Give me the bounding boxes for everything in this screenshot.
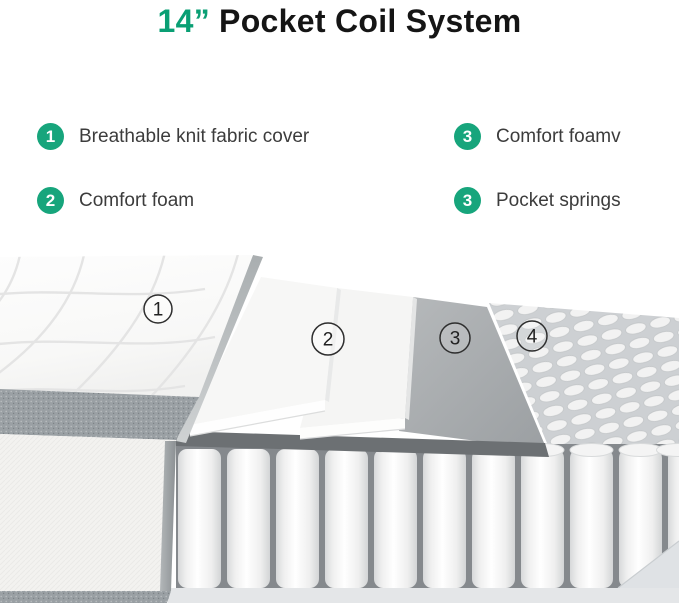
mattress-cutaway-illustration: 1 2 3 4 (0, 255, 679, 603)
title-inches: 14” (157, 3, 211, 39)
quilted-top-surface (0, 255, 253, 397)
title-main: Pocket Coil System (219, 3, 522, 39)
feature-badge-3: 3 (454, 123, 481, 150)
side-knit-panel (0, 434, 176, 591)
feature-label-3: Comfort foamv (496, 125, 621, 147)
feature-label-4: Pocket springs (496, 189, 621, 211)
feature-item-comfort-foam: 2 Comfort foam (37, 187, 194, 214)
callout-3-number: 3 (450, 329, 461, 350)
diagram-callouts: 1 2 3 4 (143, 294, 548, 356)
feature-badge-1: 1 (37, 123, 64, 150)
comfort-foam-sheet-a (189, 277, 341, 437)
feature-badge-2: 2 (37, 187, 64, 214)
side-corner-edge (160, 441, 176, 591)
pocket-springs-field (489, 303, 679, 452)
callout-2-number: 2 (323, 330, 334, 351)
feature-label-2: Comfort foam (79, 189, 195, 211)
side-bottom-border-band (0, 591, 171, 603)
feature-label-1: Breathable knit fabric cover (79, 125, 310, 147)
feature-item-pocket-springs: 3 Pocket springs (454, 187, 621, 214)
side-top-border-band (0, 389, 199, 440)
feature-badge-4: 3 (454, 187, 481, 214)
callout-3: 3 (439, 322, 471, 354)
callout-2: 2 (311, 322, 345, 356)
callout-1: 1 (143, 294, 173, 324)
base-platform (168, 540, 679, 603)
feature-item-fabric-cover: 1 Breathable knit fabric cover (37, 123, 309, 150)
pocket-springs-front-row (178, 443, 679, 588)
callout-1-number: 1 (153, 300, 164, 321)
callout-4-number: 4 (527, 327, 538, 348)
page-title: 14”Pocket Coil System (0, 3, 679, 40)
gray-foam-front-edge (176, 431, 549, 457)
callout-4: 4 (516, 320, 548, 352)
feature-item-comfort-foam-2: 3 Comfort foamv (454, 123, 621, 150)
gray-foam-top-surface (399, 297, 547, 450)
mattress-left-side (0, 389, 199, 603)
